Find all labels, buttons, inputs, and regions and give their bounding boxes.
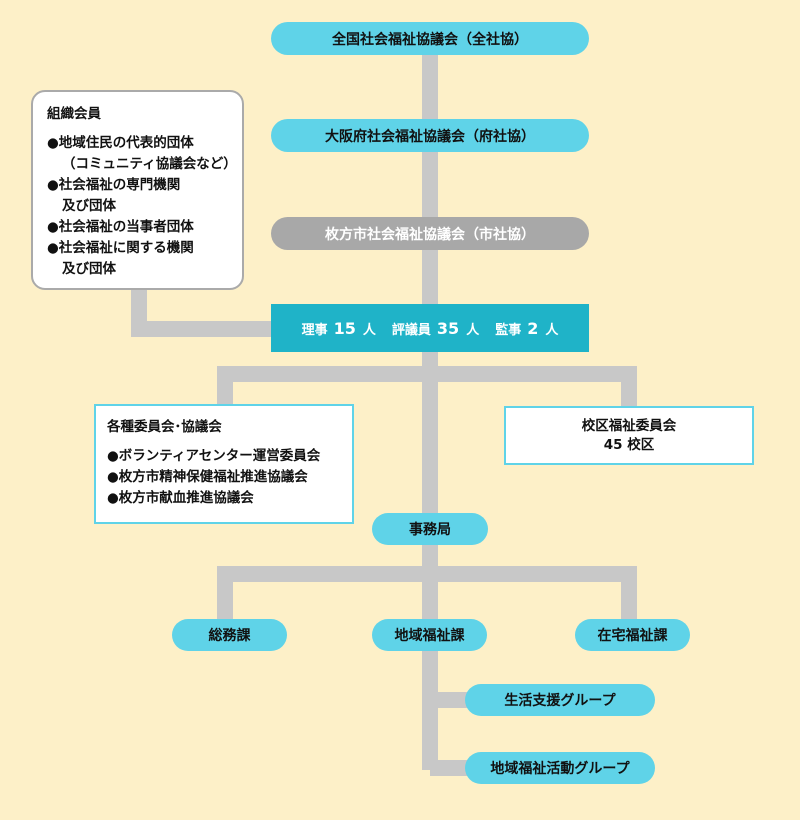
- members-item: 及び団体: [62, 261, 116, 277]
- school-district-count: 45 校区: [603, 436, 655, 453]
- committees-box: 各種委員会･協議会 ●ボランティアセンター運営委員会 ●枚方市精神保健福祉推進協…: [94, 404, 354, 524]
- node-katsudo: 地域福祉活動グループ: [465, 752, 655, 784]
- members-item: ●社会福祉の当事者団体: [47, 219, 194, 235]
- committees-item: ●ボランティアセンター運営委員会: [107, 448, 321, 464]
- members-item: ●社会福祉に関する機関: [47, 240, 194, 256]
- board-hyogiin-label: 評議員: [391, 322, 431, 338]
- school-district-title: 校区福祉委員会: [581, 417, 677, 434]
- node-zaitaku: 在宅福祉課: [575, 619, 690, 651]
- members-item: 及び団体: [62, 198, 116, 214]
- members-title: 組織会員: [47, 106, 101, 122]
- committees-item: ●枚方市精神保健福祉推進協議会: [107, 469, 308, 485]
- board-riji-count: 15: [333, 318, 356, 338]
- board-hyogiin-count: 35: [436, 318, 460, 338]
- node-chiiki: 地域福祉課: [372, 619, 487, 651]
- node-seikatsu: 生活支援グループ: [465, 684, 655, 716]
- node-jimukyoku: 事務局: [372, 513, 488, 545]
- branch-drop-school: [621, 366, 637, 408]
- members-item: ●社会福祉の専門機関: [47, 177, 181, 193]
- node-fushakyo: 大阪府社会福祉協議会（府社協）: [271, 119, 589, 152]
- board-kanji-count: 2: [527, 318, 539, 338]
- school-district-box: 校区福祉委員会 45 校区: [504, 406, 754, 465]
- board-riji-unit: 人: [362, 322, 376, 338]
- branch-line-upper: [217, 366, 637, 382]
- board-kanji-unit: 人: [545, 322, 559, 338]
- branch-line-seikatsu: [430, 692, 470, 708]
- committees-title: 各種委員会･協議会: [107, 419, 222, 435]
- branch-line-katsudo: [430, 760, 470, 776]
- branch-drop-committee: [217, 366, 233, 408]
- branch-drop-zaitaku: [621, 566, 637, 622]
- node-shishakyo: 枚方市社会福祉協議会（市社協）: [271, 217, 589, 250]
- node-somu: 総務課: [172, 619, 287, 651]
- board-riji-label: 理事: [301, 322, 328, 338]
- members-item: ●地域住民の代表的団体: [47, 135, 194, 151]
- members-box: 組織会員 ●地域住民の代表的団体 （コミュニティ協議会など） ●社会福祉の専門機…: [31, 90, 244, 290]
- branch-drop-somu: [217, 566, 233, 622]
- board-members: 理事 15 人 評議員 35 人 監事 2 人: [271, 304, 589, 352]
- board-kanji-label: 監事: [495, 322, 522, 338]
- members-line-horizontal: [131, 321, 276, 337]
- board-hyogiin-unit: 人: [466, 322, 480, 338]
- branch-line-lower: [217, 566, 637, 582]
- members-item: （コミュニティ協議会など）: [62, 156, 237, 172]
- node-zenshakyo: 全国社会福祉協議会（全社協）: [271, 22, 589, 55]
- committees-item: ●枚方市献血推進協議会: [107, 490, 254, 506]
